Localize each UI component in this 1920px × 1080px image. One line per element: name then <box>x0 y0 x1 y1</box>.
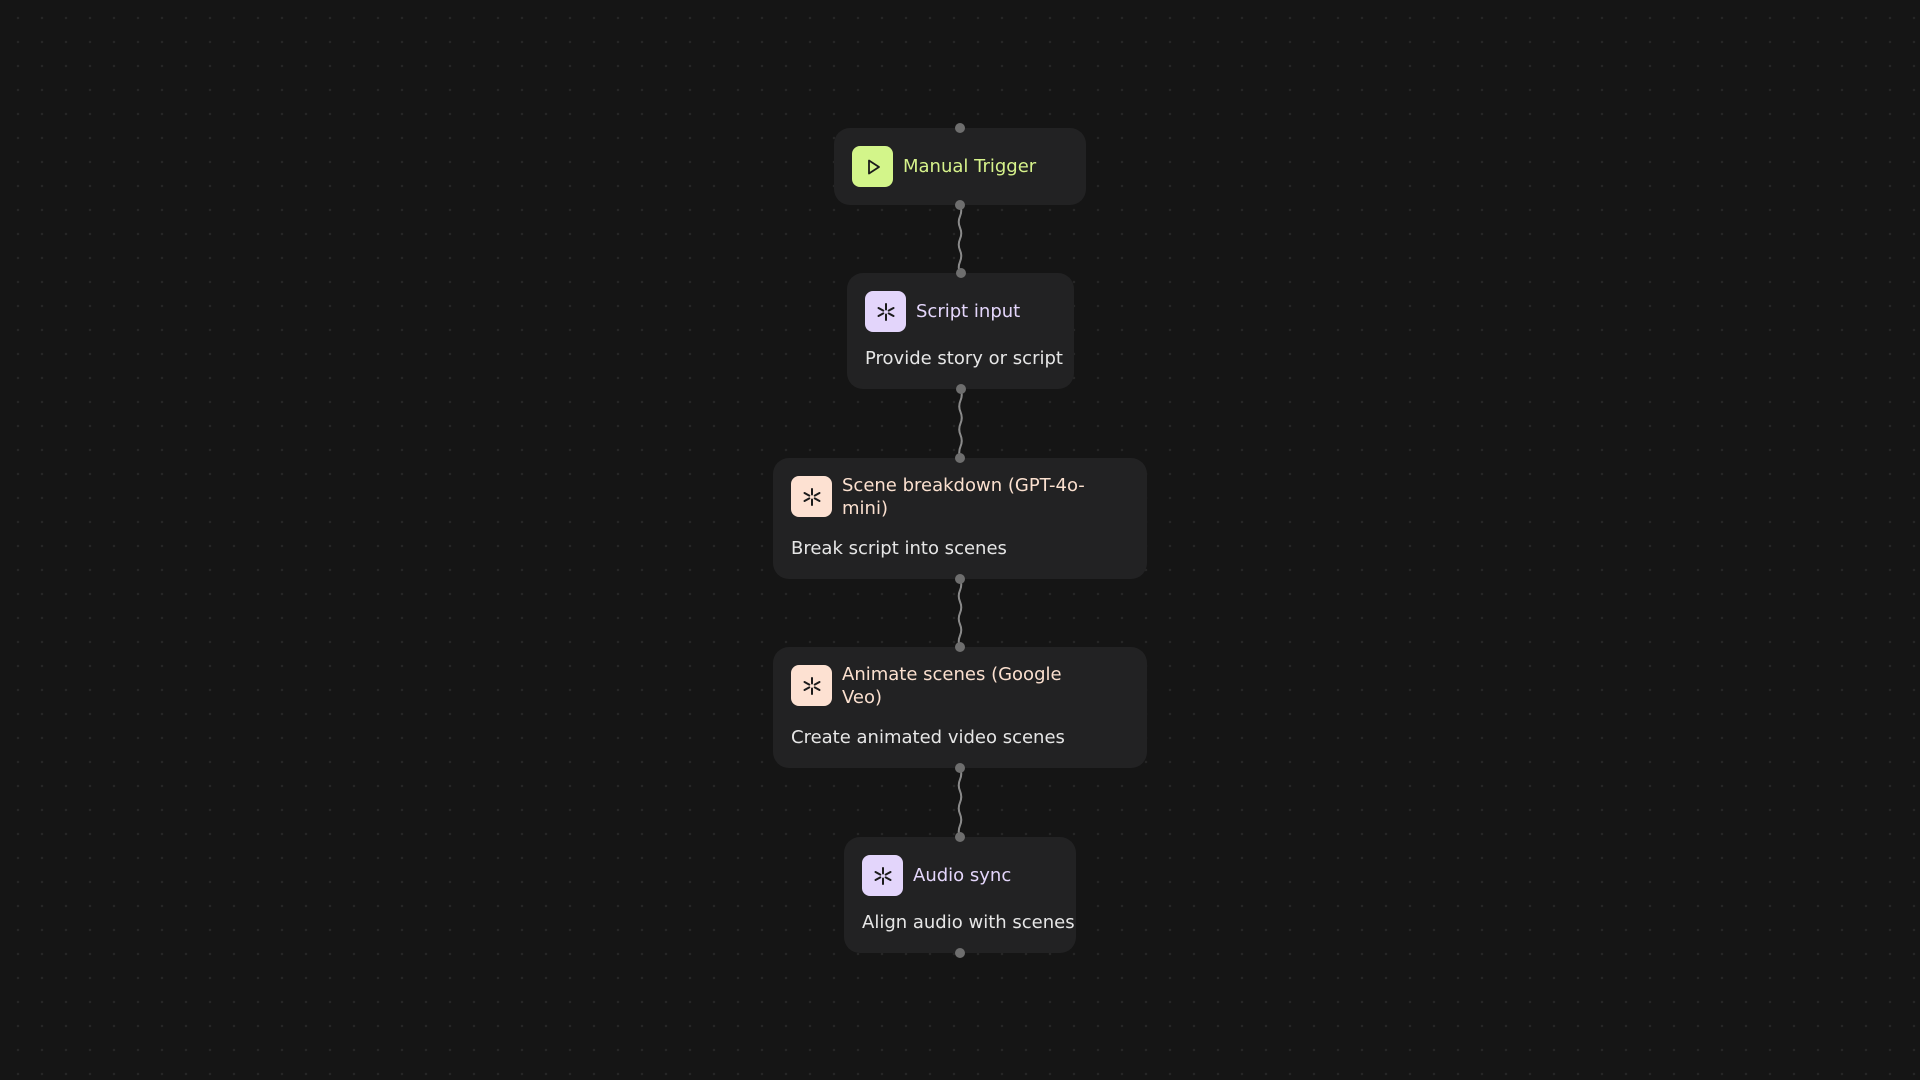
asterisk-icon <box>865 291 906 332</box>
node-description: Align audio with scenes <box>862 912 1075 933</box>
node-manual-trigger[interactable]: Manual Trigger <box>834 128 1086 205</box>
node-header: Scene breakdown (GPT-4o- mini) <box>791 474 1085 520</box>
node-title: Script input <box>916 301 1021 322</box>
connection-port[interactable] <box>955 763 965 773</box>
asterisk-icon <box>791 476 832 517</box>
node-header: Audio sync <box>862 855 1011 896</box>
connection-port[interactable] <box>955 384 966 394</box>
connector-edge[interactable] <box>957 204 963 274</box>
node-title-line: Veo) <box>842 687 883 708</box>
connection-port[interactable] <box>955 948 965 958</box>
asterisk-icon <box>791 665 832 706</box>
node-header: Manual Trigger <box>852 146 1036 187</box>
node-animate-scenes[interactable]: Animate scenes (Google Veo) Create anima… <box>773 647 1147 768</box>
connection-port[interactable] <box>955 642 965 652</box>
node-description: Create animated video scenes <box>791 727 1065 748</box>
connection-port[interactable] <box>955 574 965 584</box>
node-description: Provide story or script <box>865 348 1063 369</box>
node-audio-sync[interactable]: Audio sync Align audio with scenes <box>844 837 1076 953</box>
node-description: Break script into scenes <box>791 538 1007 559</box>
asterisk-icon <box>862 855 903 896</box>
node-title-line: mini) <box>842 498 888 519</box>
node-title: Audio sync <box>913 865 1012 886</box>
node-title-line: Scene breakdown (GPT-4o- <box>842 475 1085 496</box>
node-script-input[interactable]: Script input Provide story or script <box>847 273 1074 389</box>
node-header: Animate scenes (Google Veo) <box>791 663 1062 709</box>
node-header: Script input <box>865 291 1020 332</box>
node-title: Scene breakdown (GPT-4o- mini) <box>842 474 1085 520</box>
connector-edge[interactable] <box>957 767 963 838</box>
connector-edge[interactable] <box>957 578 963 648</box>
connection-port[interactable] <box>955 453 965 463</box>
node-scene-breakdown[interactable]: Scene breakdown (GPT-4o- mini) Break scr… <box>773 458 1147 579</box>
node-title: Manual Trigger <box>903 156 1037 177</box>
connection-port[interactable] <box>955 832 965 842</box>
connection-port[interactable] <box>955 200 965 210</box>
connection-port[interactable] <box>955 123 965 133</box>
node-title: Animate scenes (Google Veo) <box>842 663 1062 709</box>
connection-port[interactable] <box>955 268 966 278</box>
connector-edge[interactable] <box>958 388 963 459</box>
play-icon <box>852 146 893 187</box>
node-title-line: Animate scenes (Google <box>842 664 1062 685</box>
